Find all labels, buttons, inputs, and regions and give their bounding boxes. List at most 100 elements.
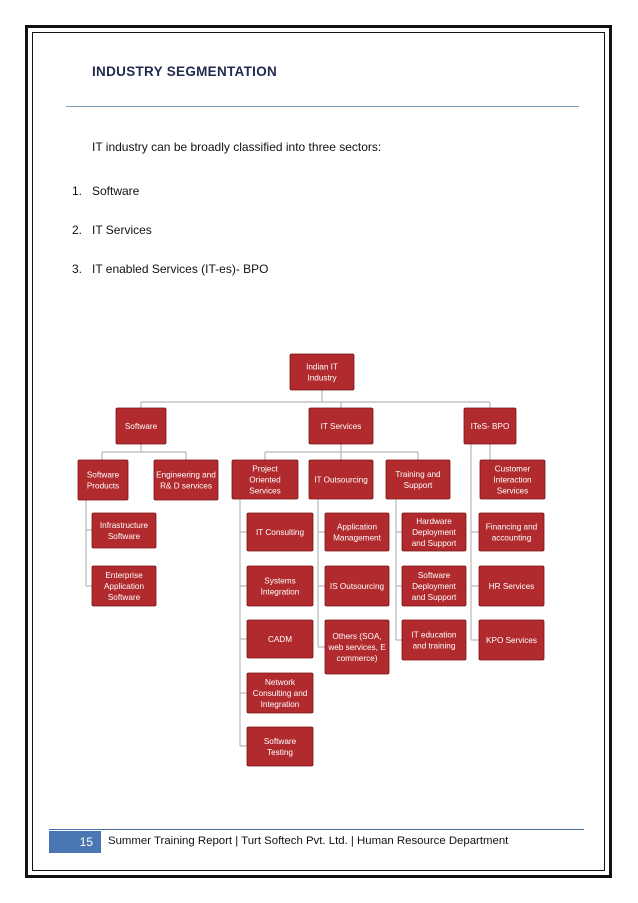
node-label: Application xyxy=(337,523,378,532)
node-label: Products xyxy=(87,482,119,491)
node-it-consulting: IT Consulting xyxy=(246,512,314,552)
node-label: Customer xyxy=(495,465,531,474)
node-box xyxy=(91,565,157,607)
node-box xyxy=(246,512,314,552)
node-label: IT Consulting xyxy=(256,528,305,537)
node-it-services: IT Services xyxy=(308,407,374,445)
node-box xyxy=(324,619,390,675)
node-label: Software xyxy=(125,422,158,431)
sector-number: 3. xyxy=(72,262,83,276)
node-box xyxy=(401,512,467,552)
node-label: Infrastructure xyxy=(100,521,149,530)
node-box xyxy=(246,672,314,714)
sector-list: 1.Software 2. IT Services 3. IT enabled Se… xyxy=(72,184,269,301)
node-label: Indian IT xyxy=(306,363,338,372)
node-box xyxy=(246,565,314,607)
node-label: Oriented xyxy=(249,476,281,485)
node-label: Integration xyxy=(261,588,300,597)
node-label: Training and xyxy=(395,470,441,479)
node-label: Others (SOA, xyxy=(332,632,381,641)
node-hr-services: HR Services xyxy=(478,565,545,607)
title-divider xyxy=(66,106,579,107)
node-box xyxy=(115,407,167,445)
node-box xyxy=(401,565,467,607)
sector-label: IT Services xyxy=(92,223,152,237)
page-number: 15 xyxy=(49,831,101,853)
node-label: Software xyxy=(108,532,141,541)
node-label: Network xyxy=(265,678,296,687)
node-others: Others (SOA, web services, E commerce) xyxy=(324,619,390,675)
node-box xyxy=(324,565,390,607)
node-box xyxy=(91,512,157,549)
footer-text: Summer Training Report | Turt Softech Pv… xyxy=(108,835,509,847)
node-label: Consulting and xyxy=(253,689,308,698)
node-label: IT Outsourcing xyxy=(314,476,368,485)
node-label: Software xyxy=(108,593,141,602)
node-label: Software xyxy=(87,471,120,480)
node-label: Testing xyxy=(267,748,293,757)
node-label: CADM xyxy=(268,635,292,644)
node-kpo-services: KPO Services xyxy=(478,619,545,661)
node-box xyxy=(289,353,355,391)
node-label: Support xyxy=(404,481,433,490)
node-label: Industry xyxy=(307,374,337,383)
sector-label: IT enabled Services (IT-es)- BPO xyxy=(92,262,269,276)
node-box xyxy=(246,726,314,767)
node-label: Project xyxy=(252,465,278,474)
sector-item: 1.Software xyxy=(72,184,269,223)
node-label: accounting xyxy=(492,534,532,543)
node-engineering-rd: Engineering and R& D services xyxy=(153,459,219,501)
node-label: Management xyxy=(333,534,382,543)
footer-divider xyxy=(49,829,584,830)
node-label: HR Services xyxy=(489,582,535,591)
intro-paragraph: IT industry can be broadly classified in… xyxy=(92,140,382,154)
sector-label: Software xyxy=(92,184,140,198)
node-label: IS Outsourcing xyxy=(330,582,385,591)
node-box xyxy=(324,512,390,552)
node-label: Services xyxy=(249,487,280,496)
node-label: Interaction xyxy=(493,476,532,485)
node-label: Engineering and xyxy=(156,471,216,480)
node-box xyxy=(246,619,314,659)
node-box xyxy=(478,565,545,607)
node-box xyxy=(478,619,545,661)
node-label: IT education xyxy=(412,631,457,640)
sector-number: 2. xyxy=(72,223,83,237)
node-box xyxy=(308,459,374,500)
node-box xyxy=(478,512,545,552)
node-label: Hardware xyxy=(416,517,452,526)
node-box xyxy=(401,619,467,661)
node-box xyxy=(479,459,546,500)
node-label: KPO Services xyxy=(486,636,537,645)
node-label: Deployment xyxy=(412,528,456,537)
node-software: Software xyxy=(115,407,167,445)
node-box xyxy=(231,459,299,500)
node-label: IT Services xyxy=(321,422,362,431)
node-label: Systems xyxy=(264,577,295,586)
node-label: commerce) xyxy=(337,654,378,663)
node-root: Indian IT Industry xyxy=(289,353,355,391)
section-title: INDUSTRY SEGMENTATION xyxy=(92,64,278,79)
node-label: web services, E xyxy=(327,643,386,652)
node-box xyxy=(308,407,374,445)
node-label: Enterprise xyxy=(105,571,143,580)
node-ites-bpo: ITeS- BPO xyxy=(463,407,517,445)
node-box xyxy=(463,407,517,445)
node-label: Software xyxy=(418,571,451,580)
node-label: R& D services xyxy=(160,482,212,491)
node-label: Financing and xyxy=(486,523,538,532)
node-box xyxy=(385,459,451,500)
